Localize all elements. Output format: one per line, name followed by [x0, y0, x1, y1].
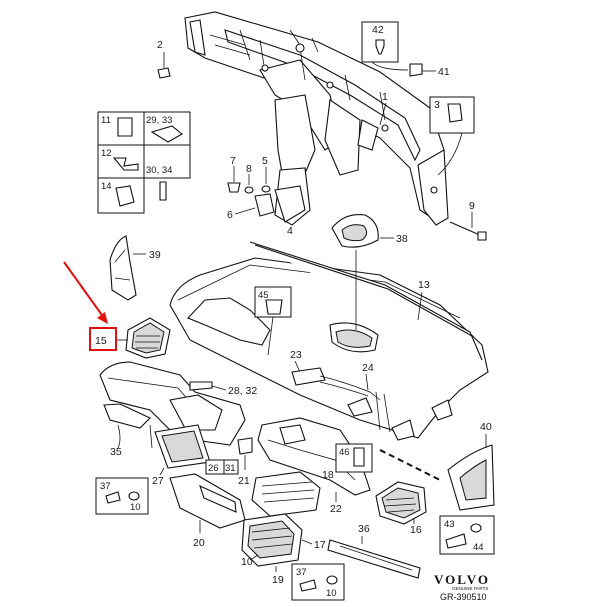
label-21: 21	[238, 475, 250, 487]
label-46: 46	[339, 447, 350, 458]
side-vent-16: 16	[375, 481, 427, 536]
label-box-26-31: 26 31	[205, 459, 239, 475]
label-8: 8	[246, 163, 252, 175]
label-31: 31	[225, 463, 236, 474]
label-3: 3	[434, 99, 440, 111]
display-frame-27: 27	[152, 424, 211, 487]
label-37a: 37	[100, 481, 111, 492]
label-17: 17	[314, 539, 326, 551]
label-29-33: 29, 33	[146, 115, 172, 126]
label-37b: 37	[296, 567, 307, 578]
part-box-37-left: 37 10	[95, 477, 149, 515]
part-box-43-44: 43 44	[439, 515, 495, 555]
pointer-arrow-head	[97, 312, 108, 324]
part-box-42: 42 41	[361, 21, 450, 78]
label-40: 40	[480, 421, 492, 433]
label-11: 11	[101, 115, 111, 126]
label-44: 44	[473, 542, 484, 553]
label-38: 38	[396, 233, 408, 245]
side-cover-39: 39	[109, 235, 161, 301]
brand-subtitle: GENUINE PARTS	[452, 586, 488, 591]
label-28-32: 28, 32	[228, 385, 257, 397]
bracket-28-32: 28, 32	[189, 381, 257, 397]
console-duct-22: 22	[257, 417, 371, 515]
bolt-2: 2	[157, 39, 171, 79]
part-box-37-bottom: 37 10	[291, 563, 345, 601]
label-45: 45	[258, 290, 269, 301]
cross-member-frame	[184, 11, 449, 226]
strip-36: 36	[327, 523, 421, 579]
label-27: 27	[152, 475, 164, 487]
label-13: 13	[418, 279, 430, 291]
end-panel-40: 40	[447, 421, 495, 511]
label-2: 2	[157, 39, 163, 51]
drawing-code: GR-390510	[440, 592, 487, 602]
label-42: 42	[372, 24, 384, 36]
label-10b: 10	[130, 502, 141, 513]
label-18: 18	[322, 469, 334, 481]
pointer-arrow-line	[63, 261, 105, 319]
center-vent-19: 19 10 17	[241, 513, 326, 586]
part-box-45: 45	[254, 286, 292, 356]
label-4: 4	[287, 225, 293, 237]
label-5: 5	[262, 155, 268, 167]
label-15: 15	[95, 335, 107, 347]
speaker-cover-38: 38	[331, 213, 408, 330]
label-23: 23	[290, 349, 302, 361]
bolt-9: 9	[449, 200, 487, 241]
label-41: 41	[438, 66, 450, 78]
label-6: 6	[227, 209, 233, 221]
label-14: 14	[101, 181, 112, 192]
label-19: 19	[272, 574, 284, 586]
label-36: 36	[358, 523, 370, 535]
fastener-grid: 11 29, 33 12 30, 34 14	[97, 111, 191, 214]
label-39: 39	[149, 249, 161, 261]
air-vent-15: 15	[63, 261, 171, 359]
label-35: 35	[110, 446, 122, 458]
label-16: 16	[410, 524, 422, 536]
clip-21: 21	[237, 437, 253, 487]
label-7: 7	[230, 155, 236, 167]
label-20: 20	[193, 537, 205, 549]
dashed-connector	[379, 449, 441, 481]
brand-logo: VOLVO	[434, 572, 490, 587]
label-22: 22	[330, 503, 342, 515]
label-12: 12	[101, 148, 112, 159]
dashboard-panel: 13	[169, 241, 489, 441]
label-10c: 10	[326, 588, 337, 599]
label-10a: 10	[241, 556, 253, 568]
label-26: 26	[208, 463, 219, 474]
highlight-box-15	[89, 327, 117, 351]
instrument-housing-27-35: 35	[99, 361, 246, 458]
bracket-parts-4-8: 7 8 5 6 4	[227, 155, 306, 237]
part-box-46: 46	[335, 443, 373, 473]
hose-18: 18	[251, 469, 334, 517]
label-9: 9	[469, 200, 475, 212]
label-1: 1	[382, 91, 388, 103]
side-panel-20: 20	[169, 473, 246, 549]
label-30-34: 30, 34	[146, 165, 172, 176]
part-box-3: 3	[429, 96, 475, 176]
label-43: 43	[444, 519, 455, 530]
label-24: 24	[362, 362, 374, 374]
